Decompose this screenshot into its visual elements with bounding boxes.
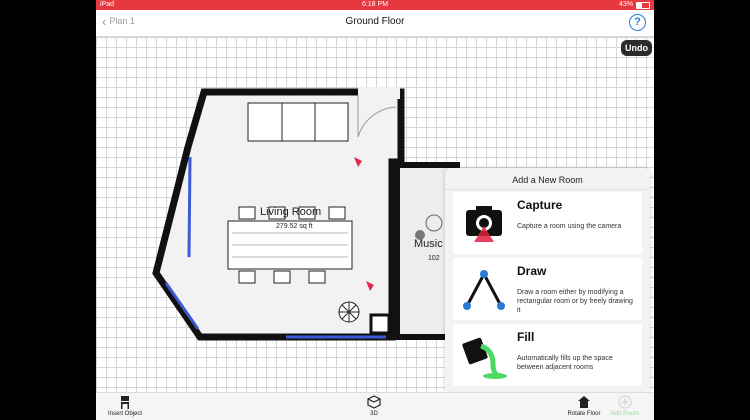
rotate-floor-button[interactable]: Rotate Floor — [564, 395, 604, 417]
back-button[interactable]: ‹ Plan 1 — [102, 13, 135, 29]
window-lower-left — [164, 282, 200, 330]
house-icon — [578, 396, 590, 408]
fill-title: Fill — [517, 330, 535, 344]
capture-option[interactable]: Capture Capture a room using the camera — [453, 192, 642, 254]
insert-object-button[interactable]: Insert Object — [102, 395, 148, 417]
room-label-living: Living Room — [260, 206, 322, 218]
draw-polyline-icon — [463, 270, 505, 310]
plus-icon — [618, 395, 632, 409]
draw-title: Draw — [517, 264, 547, 278]
plant-icon[interactable] — [338, 301, 360, 323]
chevron-left-icon: ‹ — [102, 13, 107, 29]
three-d-label: 3D — [370, 411, 378, 417]
room-label-music: Music — [414, 238, 443, 250]
sofa[interactable] — [247, 102, 349, 142]
page-title: Ground Floor — [345, 16, 405, 27]
door-swing — [357, 95, 397, 138]
draw-option[interactable]: Draw Draw a room either by modifying a r… — [453, 258, 642, 320]
back-label: Plan 1 — [109, 16, 135, 26]
music-object-2[interactable] — [415, 230, 425, 240]
fill-option[interactable]: Fill Automatically fills up the space be… — [453, 324, 642, 386]
room-area-music: 102 — [428, 255, 440, 262]
chair-icon — [121, 396, 129, 409]
add-room-button[interactable]: Add Room — [608, 395, 642, 417]
room-area-living: 279.52 sq ft — [276, 223, 313, 230]
device-frame-left — [0, 0, 96, 420]
cube-icon — [367, 395, 381, 409]
insert-object-label: Insert Object — [107, 411, 142, 417]
paint-bucket-icon — [462, 337, 507, 379]
sensor-icon[interactable] — [354, 157, 362, 167]
fill-description: Automatically fills up the space between… — [517, 355, 613, 371]
rotate-floor-label: Rotate Floor — [567, 411, 601, 417]
camera-icon — [466, 206, 502, 242]
carrier-label: iPad — [100, 1, 115, 8]
capture-description: Capture a room using the camera — [517, 223, 622, 230]
window-left — [187, 156, 192, 258]
sensor-icon-2[interactable] — [366, 281, 374, 291]
panel-title: Add a New Room — [445, 168, 650, 190]
nav-bar: ‹ Plan 1 Ground Floor ? — [96, 10, 654, 37]
undo-button[interactable]: Undo — [621, 40, 652, 56]
bottom-toolbar: Insert Object 3D Rotate Floor Add Room — [96, 392, 654, 420]
capture-title: Capture — [517, 198, 563, 212]
battery-icon — [636, 2, 650, 9]
dining-chairs[interactable] — [238, 206, 346, 284]
fireplace[interactable] — [369, 313, 391, 335]
status-bar: iPad 6:18 PM 43% — [96, 0, 654, 10]
battery-percent: 43% — [618, 1, 633, 8]
help-button[interactable]: ? — [629, 14, 646, 31]
music-object[interactable] — [425, 214, 443, 232]
draw-description: Draw a room either by modifying a rectan… — [517, 289, 633, 314]
app-screen: iPad 6:18 PM 43% ‹ Plan 1 Ground Floor ? — [96, 0, 654, 420]
add-room-panel: Add a New Room Capture Capture a room us… — [445, 168, 650, 392]
device-frame-right — [654, 0, 750, 420]
three-d-button[interactable]: 3D — [362, 395, 386, 417]
status-time: 6:18 PM — [361, 1, 389, 8]
add-room-label: Add Room — [610, 411, 640, 417]
battery-status: 43% — [619, 0, 650, 10]
door-gap — [358, 87, 400, 99]
